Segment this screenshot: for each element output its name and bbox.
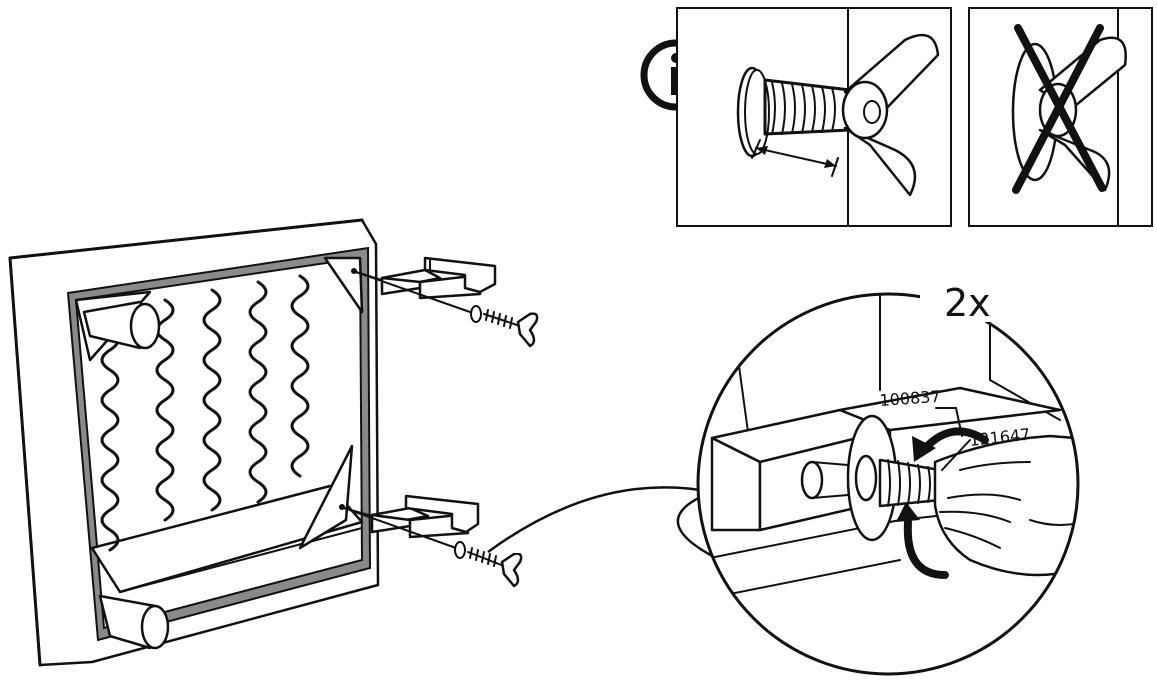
- sofa-frame: [8, 218, 380, 667]
- sofa-leg-bottom: [98, 594, 170, 650]
- bracket-upper: [351, 256, 497, 300]
- screw-upper: [355, 271, 539, 348]
- rotation-arrow-bottom: [896, 502, 949, 579]
- part-number-washer: 100837: [879, 387, 941, 410]
- quantity-label: 2x: [944, 281, 991, 325]
- correct-detail-panel: [676, 7, 952, 227]
- incorrect-cross-mark: [1012, 24, 1106, 194]
- spring-rows: [100, 274, 310, 552]
- zoom-detail-circle: [696, 276, 1080, 676]
- incorrect-detail-panel: [968, 7, 1153, 227]
- hand: [933, 434, 1078, 577]
- sofa-leg-top: [82, 300, 161, 350]
- callout-pointer: [487, 486, 721, 562]
- screw-lower: [343, 507, 523, 588]
- wing-nut: [841, 33, 940, 197]
- bracket-lower: [339, 494, 480, 539]
- rotation-arrow-top: [912, 427, 989, 462]
- dimension-arrow: [751, 139, 839, 177]
